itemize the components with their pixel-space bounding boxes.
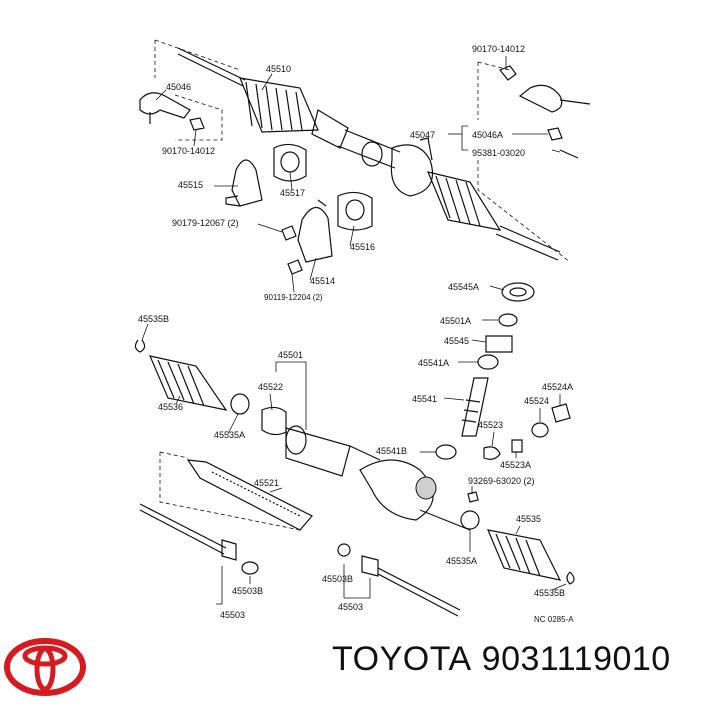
bushing-45522 <box>261 406 287 436</box>
label-45522: 45522 <box>258 382 283 392</box>
boot-45536 <box>148 355 228 411</box>
label-45535B-top: 45535B <box>138 314 169 324</box>
label-45523: 45523 <box>478 420 503 430</box>
drawing-code: NC 0285-A <box>534 615 574 624</box>
label-45503-mid: 45503 <box>338 602 363 612</box>
clamp-45535a-right <box>460 510 480 530</box>
label-95381-03020: 95381-03020 <box>472 148 525 158</box>
rack-housing <box>337 129 561 261</box>
label-45503B-mid: 45503B <box>322 574 353 584</box>
label-45046A: 45046A <box>472 130 503 140</box>
dashed-outline-right <box>477 61 571 263</box>
clip-45535b-top <box>134 339 146 353</box>
label-45541: 45541 <box>412 394 437 404</box>
bushing-45516 <box>337 191 373 231</box>
bolts-upper <box>281 225 303 275</box>
pinion-45541 <box>461 377 489 437</box>
label-45521: 45521 <box>254 478 279 488</box>
label-45046: 45046 <box>166 82 191 92</box>
clamp-45514 <box>297 199 333 263</box>
toyota-logo-icon <box>4 638 86 696</box>
inner-tie-rod-left <box>139 503 259 575</box>
dashed-outline <box>154 39 241 141</box>
seal-45541a <box>477 354 499 370</box>
label-45541A: 45541A <box>418 358 449 368</box>
inner-tie-rod-mid <box>337 543 461 617</box>
nut-45501a <box>498 313 518 327</box>
clamp-45515 <box>225 159 263 207</box>
part-number: 9031119010 <box>481 640 671 678</box>
label-45535A-left: 45535A <box>214 430 245 440</box>
label-90170-14012-left: 90170-14012 <box>162 146 215 156</box>
label-45515: 45515 <box>178 180 203 190</box>
label-45524: 45524 <box>524 396 549 406</box>
label-45517: 45517 <box>280 188 305 198</box>
label-93269-63020: 93269-63020 (2) <box>468 476 535 486</box>
label-45535: 45535 <box>516 514 541 524</box>
bearing-45545 <box>485 335 513 353</box>
label-45503-left: 45503 <box>220 610 245 620</box>
label-45501: 45501 <box>278 350 303 360</box>
plug-45524 <box>531 422 549 438</box>
label-90119-12204: 90119-12204 (2) <box>264 293 323 302</box>
label-45545: 45545 <box>444 336 469 346</box>
brand-name: TOYOTA <box>332 640 472 678</box>
label-90170-14012-right: 90170-14012 <box>472 44 525 54</box>
rack-45521 <box>186 459 313 531</box>
bolt-93269 <box>467 491 479 503</box>
label-90179-12067: 90179-12067 (2) <box>172 218 239 228</box>
left-tie-rod-end <box>139 92 205 131</box>
seal-45545a <box>501 282 535 302</box>
boot-45535 <box>487 529 562 581</box>
spring-45523a <box>511 439 523 453</box>
adjuster-45524a <box>551 403 571 423</box>
label-45501A: 45501A <box>440 316 471 326</box>
label-45524A: 45524A <box>542 382 573 392</box>
label-45535A-right: 45535A <box>446 556 477 566</box>
label-45510: 45510 <box>266 64 291 74</box>
label-45047: 45047 <box>410 130 435 140</box>
part-labels: 45510 45046 90170-14012 45515 45517 9017… <box>138 44 574 624</box>
washer-45541b <box>435 444 457 460</box>
housing-45501 <box>285 425 471 531</box>
right-tie-rod-end <box>499 65 591 159</box>
label-45536: 45536 <box>158 402 183 412</box>
boot-45510 <box>239 77 349 149</box>
dashed-rack-outline <box>159 451 301 531</box>
label-45516: 45516 <box>350 242 375 252</box>
label-45514: 45514 <box>310 276 335 286</box>
label-45541B: 45541B <box>376 446 407 456</box>
label-45545A: 45545A <box>448 282 479 292</box>
clamp-45535a-left <box>230 393 250 415</box>
label-45523A: 45523A <box>500 460 531 470</box>
label-45503B-left: 45503B <box>232 586 263 596</box>
clip-45535b-bottom <box>566 571 575 585</box>
guide-45523 <box>483 446 501 460</box>
leader-lines <box>141 56 567 605</box>
label-45535B-bottom: 45535B <box>534 588 565 598</box>
left-tie-rod <box>177 47 246 87</box>
